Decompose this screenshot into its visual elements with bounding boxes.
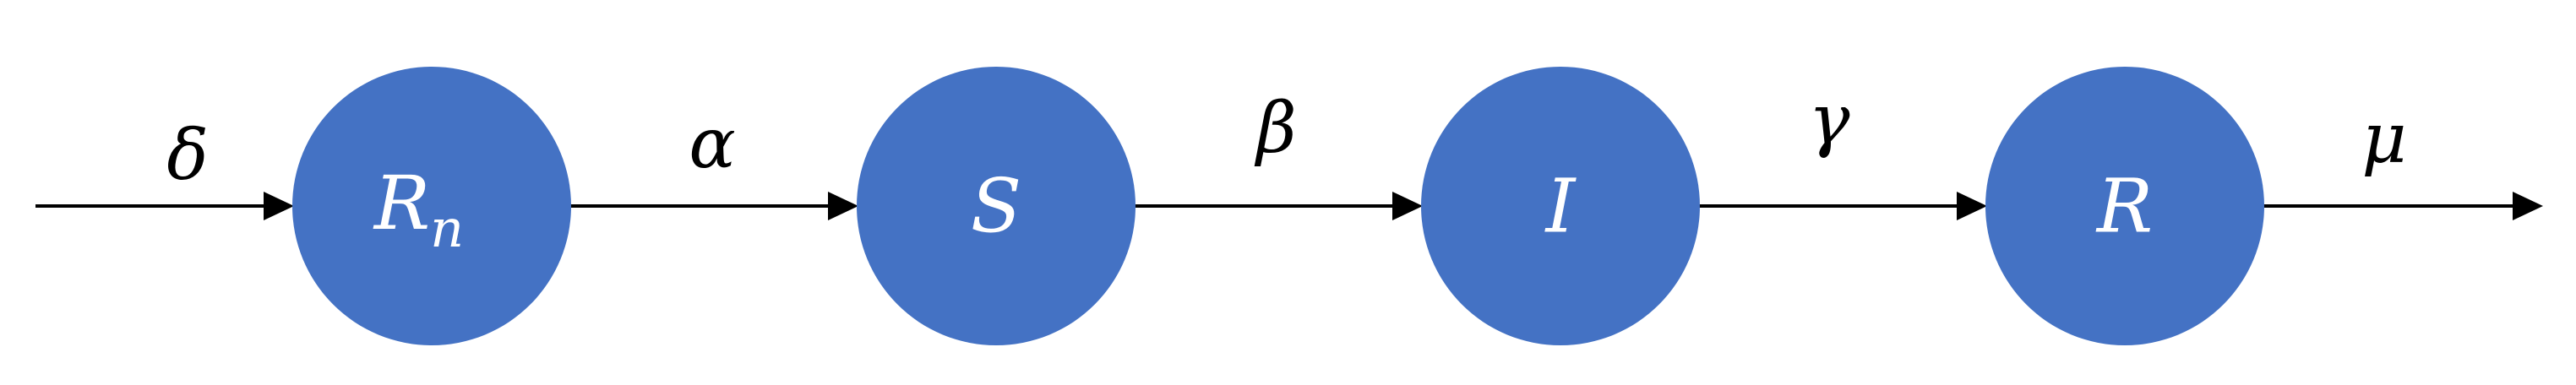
node-label-subscript: n (430, 198, 464, 259)
edge-I-to-R (1698, 192, 1987, 220)
rate-label-mu: μ (2361, 99, 2406, 179)
rate-label-beta: β (1254, 89, 1296, 169)
arrow-head (2513, 192, 2543, 220)
node-label: S (971, 163, 1021, 250)
arrow-head (1392, 192, 1423, 220)
rate-label-delta: δ (166, 116, 208, 196)
edge-inflow-to-Rn (35, 192, 294, 220)
rate-label-alpha: α (689, 104, 735, 184)
node-label: I (1544, 163, 1577, 250)
node-label: R (2095, 163, 2153, 250)
arrow-head (264, 192, 294, 220)
node-S: S (857, 67, 1136, 345)
arrow-head (1957, 192, 1987, 220)
node-circle (857, 67, 1136, 345)
rate-label-gamma: γ (1808, 80, 1850, 160)
node-circle (1985, 67, 2264, 345)
edge-R-outflow (2263, 192, 2543, 220)
node-circle (1421, 67, 1700, 345)
edge-Rn-to-S (569, 192, 858, 220)
node-R: R (1985, 67, 2264, 345)
node-label: Rn (373, 160, 464, 259)
node-label-main: R (373, 160, 430, 247)
node-I: I (1421, 67, 1700, 345)
node-circle (292, 67, 571, 345)
arrow-head (828, 192, 858, 220)
node-Rn: Rn (292, 67, 571, 345)
edge-S-to-I (1134, 192, 1423, 220)
